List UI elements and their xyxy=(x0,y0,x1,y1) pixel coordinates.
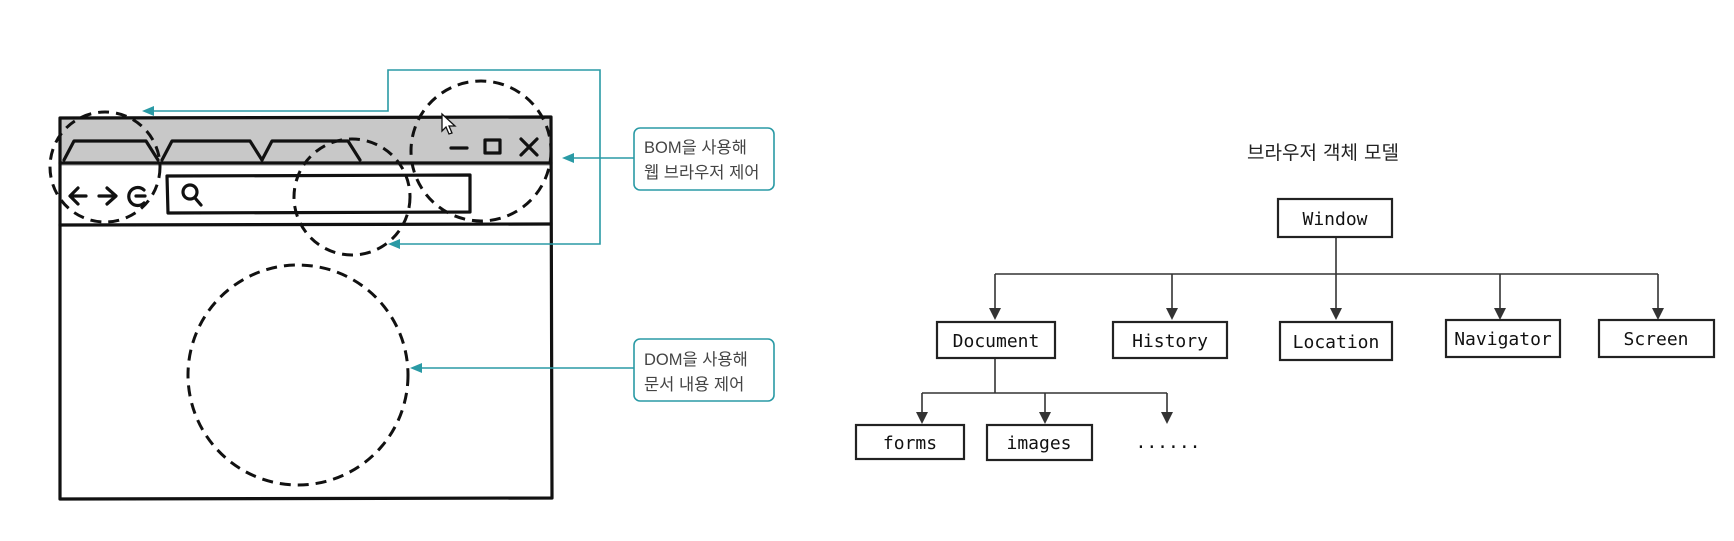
refresh-icon xyxy=(127,185,147,208)
address-bar xyxy=(165,173,472,215)
toolbar-divider xyxy=(58,222,553,227)
tree-node-location: Location xyxy=(1278,320,1394,362)
dom-callout-line2: 문서 내용 제어 xyxy=(644,375,744,394)
tree-node-screen-label: Screen xyxy=(1623,329,1688,350)
dom-callout-line1: DOM을 사용해 xyxy=(644,350,748,369)
tree-node-images: images xyxy=(985,423,1094,462)
tree-node-history: History xyxy=(1111,320,1229,360)
tree-node-document-label: Document xyxy=(953,331,1040,352)
tab-2 xyxy=(160,139,264,162)
tree-node-window-label: Window xyxy=(1302,209,1367,230)
tab-1 xyxy=(62,139,160,162)
tree-node-document: Document xyxy=(935,320,1057,360)
back-arrow-icon xyxy=(68,186,88,206)
browser-sketch xyxy=(48,79,554,501)
tree-node-images-label: images xyxy=(1006,433,1071,454)
nav-buttons-highlight xyxy=(48,110,162,224)
tree-node-window: Window xyxy=(1276,197,1394,239)
tree-node-navigator-label: Navigator xyxy=(1454,329,1552,350)
bom-callout-line2: 웹 브라우저 제어 xyxy=(644,163,759,182)
tab-3 xyxy=(260,139,362,162)
tree-node-screen: Screen xyxy=(1597,318,1716,359)
dom-connector xyxy=(410,363,640,373)
search-icon xyxy=(181,183,203,207)
tree-node-forms: forms xyxy=(854,423,966,461)
object-model-tree: 브라우저 객체 모델 Window Document xyxy=(854,142,1716,462)
tree-node-navigator: Navigator xyxy=(1444,318,1562,359)
close-icon xyxy=(519,137,539,157)
tree-node-history-label: History xyxy=(1132,331,1208,352)
window-frame xyxy=(58,115,554,501)
tree-title: 브라우저 객체 모델 xyxy=(1247,142,1399,164)
cursor-icon xyxy=(441,112,457,135)
window-controls-highlight xyxy=(409,79,553,223)
bom-callout: BOM을 사용해 웹 브라우저 제어 xyxy=(633,127,775,191)
tree-node-location-label: Location xyxy=(1293,332,1380,353)
tree-ellipsis: ...... xyxy=(1135,432,1200,453)
forward-arrow-icon xyxy=(97,186,118,206)
address-bar-highlight xyxy=(292,137,412,257)
maximize-icon xyxy=(483,138,502,155)
bom-connectors xyxy=(142,69,640,249)
bom-callout-line1: BOM을 사용해 xyxy=(644,138,747,157)
document-area-highlight xyxy=(186,263,410,487)
dom-callout: DOM을 사용해 문서 내용 제어 xyxy=(633,338,775,402)
tree-node-forms-label: forms xyxy=(883,433,937,454)
